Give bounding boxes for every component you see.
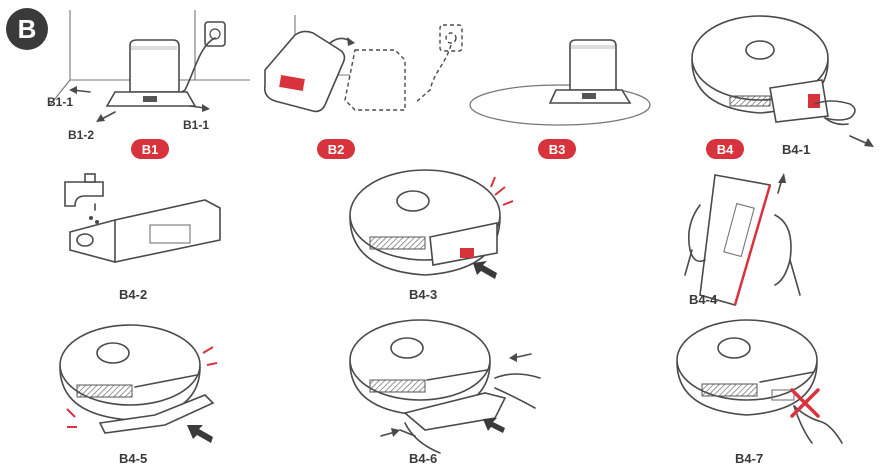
caption-b4-4: B4-4	[689, 292, 717, 307]
illustration-b3	[470, 35, 650, 125]
section-badge: B	[6, 8, 48, 50]
arrow-icon	[473, 261, 497, 279]
caption-b4-5: B4-5	[119, 451, 147, 466]
illustration-b4-7	[672, 318, 852, 458]
b4-2-drawing	[55, 170, 225, 270]
step-badge-b3: B3	[538, 139, 576, 159]
caption-b4-2: B4-2	[119, 287, 147, 302]
caption-b4-1: B4-1	[782, 142, 810, 157]
b4-5-drawing	[55, 325, 225, 450]
illustration-b4-5	[55, 325, 225, 450]
caption-b4-7: B4-7	[735, 451, 763, 466]
caption-b4-3: B4-3	[409, 287, 437, 302]
b4-1-drawing	[690, 8, 880, 148]
b4-7-drawing	[672, 318, 852, 458]
illustration-b2	[255, 15, 485, 135]
illustration-b4-3	[345, 165, 530, 285]
illustration-b4-2	[55, 170, 225, 270]
b2-drawing	[255, 15, 485, 135]
arrow-icon	[483, 418, 505, 433]
b1-label-left-top: B1-1	[47, 95, 73, 109]
arrow-icon	[187, 425, 213, 443]
b4-3-drawing	[345, 165, 530, 285]
step-badge-b4: B4	[706, 139, 744, 159]
b1-label-right: B1-1	[183, 118, 209, 132]
illustration-b4-1	[690, 8, 880, 148]
step-badge-b2: B2	[317, 139, 355, 159]
b4-6-drawing	[345, 318, 545, 458]
b3-drawing	[470, 35, 650, 125]
step-badge-b1: B1	[131, 139, 169, 159]
b1-label-left-bottom: B1-2	[68, 128, 94, 142]
illustration-b4-6	[345, 318, 545, 458]
caption-b4-6: B4-6	[409, 451, 437, 466]
